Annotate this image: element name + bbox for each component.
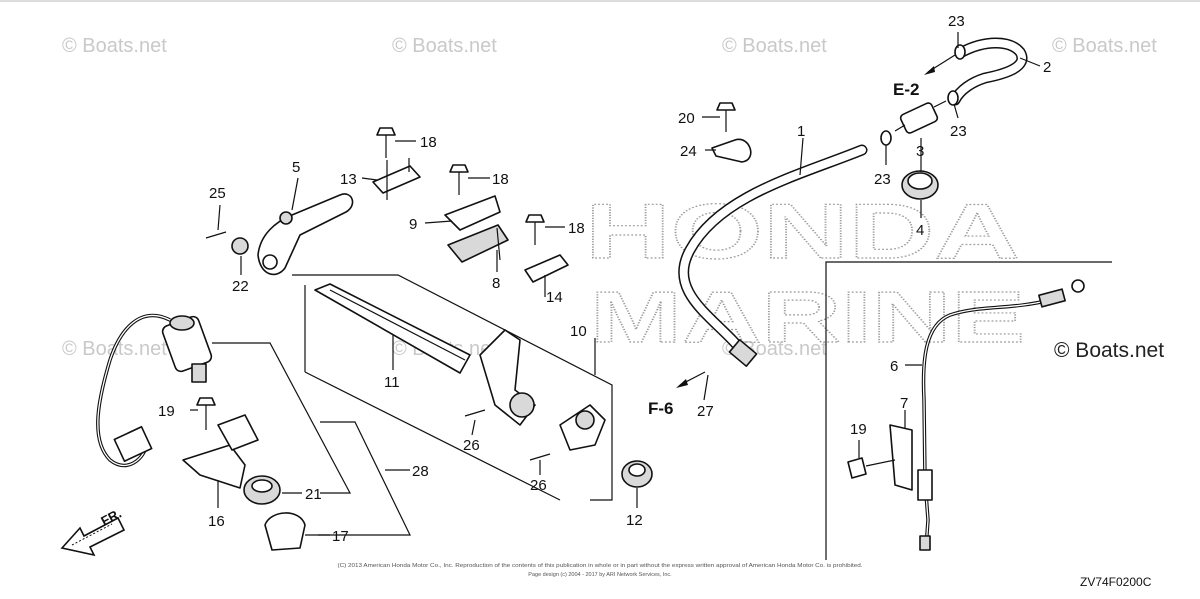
part-25-pin [205,231,227,239]
part-22-washer [231,237,249,255]
part-10-assembly-frame [292,274,613,501]
part-28-bracket-line [212,342,351,494]
part-16-bracket [182,414,259,489]
watermark: © Boats.net [62,35,167,57]
ref-label-e2: E-2 [893,80,919,99]
callout-20: 20 [678,110,695,127]
callout-28: 28 [412,463,429,480]
callout-1: 1 [797,123,805,140]
part-21-ring [243,475,281,505]
callout-13: 13 [340,171,357,188]
callout-10: 10 [570,323,587,340]
ref-label-f6: F-6 [648,399,674,418]
part-7-bracket [889,424,913,491]
watermark-main: © Boats.net [1054,339,1164,362]
callout-18: 18 [492,171,509,188]
callout-23: 23 [874,171,891,188]
part-26-pin [464,409,486,417]
front-arrow-icon: FR. [60,506,126,557]
callout-14: 14 [546,289,563,306]
part-1-fuel-hose [678,144,868,367]
section-boundary [825,261,1112,560]
part-2-hose [949,37,1028,106]
part-3-fuel-filter [894,100,947,134]
callout-18: 18 [568,220,585,237]
callout-11: 11 [384,374,400,391]
callout-9: 9 [409,216,417,233]
watermark: © Boats.net [1052,35,1157,57]
callout-22: 22 [232,278,249,295]
ref-arrow-e2 [924,54,956,75]
callout-3: 3 [916,143,924,160]
copyright-line-1: (C) 2013 American Honda Motor Co., Inc. … [338,563,864,569]
callout-21: 21 [305,486,322,503]
callout-12: 12 [626,512,643,529]
callout-19: 19 [158,403,175,420]
callout-7: 7 [900,395,908,412]
callout-4: 4 [916,222,924,239]
callout-25: 25 [209,185,226,202]
part-12-grommet [621,460,653,488]
part-11-shaft [314,283,471,374]
watermark: © Boats.net [392,35,497,57]
callout-27: 27 [697,403,714,420]
leader-lines [190,32,1041,536]
ref-arrow-f6 [676,371,706,388]
brand-marine: MARINE [590,278,1025,358]
part-13-plate [372,165,421,194]
stop-switch-with-wire [96,313,213,468]
part-14-bracket [524,254,569,283]
callout-23: 23 [950,123,967,140]
callout-19: 19 [850,421,867,438]
callout-24: 24 [680,143,697,160]
copyright-line-2: Page design (c) 2004 - 2017 by ARI Netwo… [528,572,672,578]
part-26-pin [529,453,551,461]
part-17-clip [264,512,306,551]
part-8-9-bracket [444,195,509,263]
callout-8: 8 [492,275,500,292]
callout-26: 26 [530,477,547,494]
part-19-bolt [196,397,216,430]
brand-honda: HONDA [585,187,1020,275]
callout-2: 2 [1043,59,1051,76]
watermark: © Boats.net [722,35,827,57]
part-10-control-mechanism [479,329,606,451]
part-6-cable [917,279,1085,551]
part-4-grommet [901,170,939,200]
part-20-24-clamp [711,102,752,163]
callout-26: 26 [463,437,480,454]
part-23-clips [880,44,966,146]
callout-16: 16 [208,513,225,530]
part-5-lever [257,193,354,276]
part-18-bolts [376,127,545,245]
callout-6: 6 [890,358,898,375]
diagram-code: ZV74F0200C [1080,575,1152,589]
part-28-bracket-line [318,421,411,536]
callout-17: 17 [332,528,349,545]
part-19-bolt [847,457,896,479]
callout-18: 18 [420,134,437,151]
callout-5: 5 [292,159,300,176]
callout-23: 23 [948,13,965,30]
